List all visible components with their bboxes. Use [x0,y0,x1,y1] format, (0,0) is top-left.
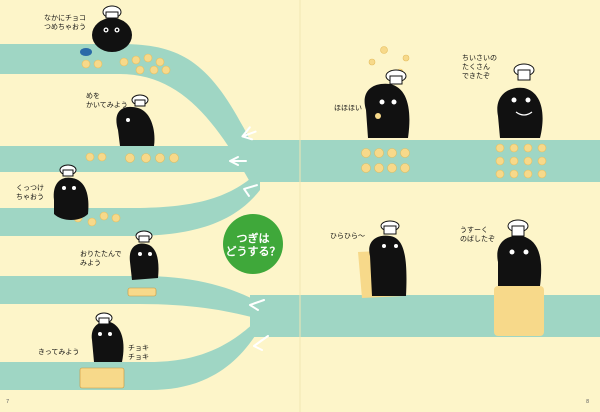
question-bubble-text: つぎは どうする？ [225,232,281,258]
chef1-label: なかにチョコ つめちゃおう [44,14,86,31]
cookie-icon [523,143,533,153]
page-number-right: 8 [586,399,590,405]
cookie-icon [131,55,141,65]
chef-character [497,219,542,286]
cookie-icon [119,57,129,67]
chef-character [369,220,407,296]
cookie-icon [509,143,519,153]
cookie-icon [374,148,384,158]
cookie-icon [402,54,410,62]
cookie-icon [149,65,159,75]
road-branch-4 [0,276,255,318]
cookie-icon [125,153,135,163]
road-branch-5 [0,322,255,390]
cookie-icon [161,65,171,75]
cookie-icon [141,153,151,163]
road-trunk [250,140,600,182]
chef5-label: きってみよう [38,348,80,356]
cookie-icon [509,156,519,166]
cookie-icon [169,153,179,163]
chef-character [497,63,543,138]
arrows [229,126,269,351]
cookie-icon [97,152,107,162]
chef-character [364,69,410,138]
cookie-icon [368,58,376,66]
cookie-icon [387,148,397,158]
chef-character [129,230,159,280]
chef4-label: おりたたんで みよう [80,250,122,267]
cookie-icon [155,57,165,67]
chef6-label: ほほほい [334,104,362,112]
road-branch-3 [0,170,260,236]
cookie-pieces [73,46,547,227]
cookie-icon [400,163,410,173]
dough-sheet-flat [494,286,544,336]
dough-cut [79,367,125,389]
cookie-icon [93,59,103,69]
cookie-icon [400,148,410,158]
chef7-label: ちいさいの たくさん できたぞ [462,54,497,80]
cookie-icon [523,156,533,166]
cookie-icon [495,156,505,166]
road-lower-trunk [250,295,600,337]
cookie-icon [361,163,371,173]
cookie-icon [523,169,533,179]
cookie-icon [537,169,547,179]
cookie-icon [537,143,547,153]
cookie-icon [537,156,547,166]
cookie-icon [135,65,145,75]
cookie-icon [495,169,505,179]
cookie-icon [81,59,91,69]
page-number-left: 7 [6,399,10,405]
cookie-icon [361,148,371,158]
arrow-left-icon [243,184,258,197]
road-branch-1 [0,44,250,182]
dough-folded [127,287,157,297]
cookie-icon [387,163,397,173]
chef3-label: くっつけ ちゃおう [16,184,44,201]
cookie-icon [143,53,153,63]
arrow-left-icon [229,156,247,166]
chef-character [116,94,155,146]
chef5-sfx: チョキ チョキ [128,344,149,361]
chef8-label: ひらひら〜 [330,232,365,240]
cookie-icon [374,163,384,173]
cookie-icon [509,169,519,179]
cookie-icon [85,152,95,162]
cookie-icon [111,213,121,223]
arrow-left-icon [241,126,257,141]
arrow-left-icon [249,299,265,311]
chef2-label: めを かいてみよう [86,92,128,109]
chef-character [80,5,132,56]
cookie-icon [87,217,97,227]
arrow-left-icon [253,335,269,351]
chef9-label: うすーく のばしたぞ [460,226,495,243]
chef-character [91,312,124,362]
chef-character [53,164,89,220]
cookie-icon [99,211,109,221]
cookie-icon [380,46,388,54]
cookie-icon [155,153,165,163]
question-bubble [223,214,283,274]
characters [53,5,543,362]
cookie-icon [495,143,505,153]
